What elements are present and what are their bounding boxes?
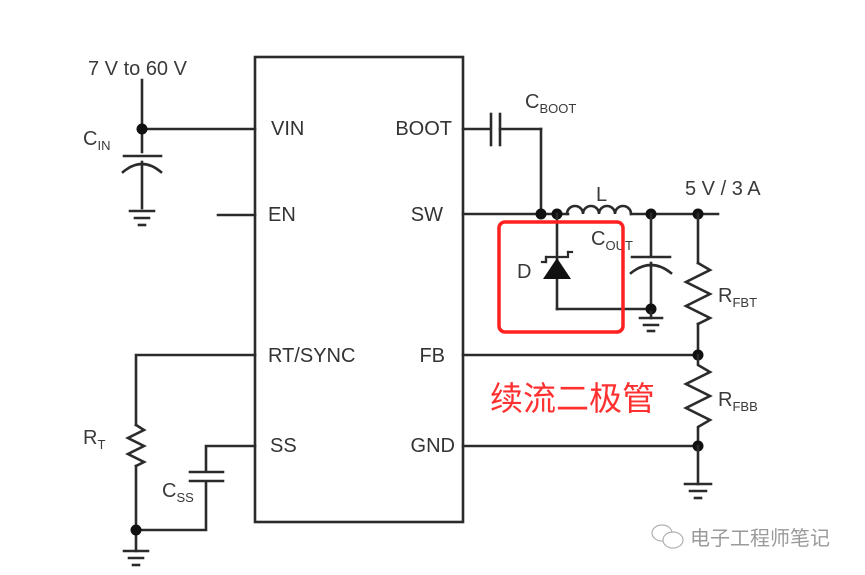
pin-sw-label: SW xyxy=(411,204,443,226)
pin-vin-label: VIN xyxy=(271,118,304,140)
schottky-diode-icon xyxy=(540,212,653,311)
ground-icon xyxy=(638,310,664,333)
ground-icon xyxy=(128,209,156,227)
wechat-icon xyxy=(651,524,684,549)
cin-capacitor xyxy=(121,154,163,210)
pin-gnd-label: GND xyxy=(411,435,455,457)
pin-en-label: EN xyxy=(268,204,296,226)
css-capacitor xyxy=(134,444,257,532)
cout-capacitor xyxy=(629,212,673,315)
cin-label: CIN xyxy=(83,128,110,153)
rfbb-resistor xyxy=(683,353,713,448)
pin-rtsync-label: RT/SYNC xyxy=(268,345,355,367)
watermark-text: 电子工程师笔记 xyxy=(690,526,830,550)
input-voltage-label: 7 V to 60 V xyxy=(88,58,188,80)
rt-resistor xyxy=(125,353,257,553)
cboot-capacitor xyxy=(461,112,543,216)
junction-dot xyxy=(136,123,148,135)
inductor-label: L xyxy=(596,184,607,206)
annotation-label: 续流二极管 xyxy=(490,379,655,418)
rfbt-label: RFBT xyxy=(718,285,757,310)
ground-icon xyxy=(122,549,150,567)
vin-net xyxy=(136,78,257,154)
cboot-label: CBOOT xyxy=(525,91,576,116)
pin-fb-label: FB xyxy=(419,345,445,367)
diode-label: D xyxy=(517,261,531,283)
pin-boot-label: BOOT xyxy=(395,118,452,140)
pin-ss-label: SS xyxy=(270,435,297,457)
junction-dot xyxy=(535,208,547,220)
css-label: CSS xyxy=(162,480,194,505)
rfbt-resistor xyxy=(683,212,713,357)
rt-label: RT xyxy=(83,427,105,452)
ic-body xyxy=(253,55,465,524)
junction-dot xyxy=(645,303,657,315)
rfbb-label: RFBB xyxy=(718,389,758,414)
freewheel-diode-highlight xyxy=(497,220,625,334)
sw-net xyxy=(461,208,570,220)
cout-label: COUT xyxy=(591,228,633,253)
ground-icon xyxy=(683,482,713,500)
output-voltage-label: 5 V / 3 A xyxy=(685,178,761,200)
inductor xyxy=(565,204,720,220)
junction-dot xyxy=(130,524,142,536)
